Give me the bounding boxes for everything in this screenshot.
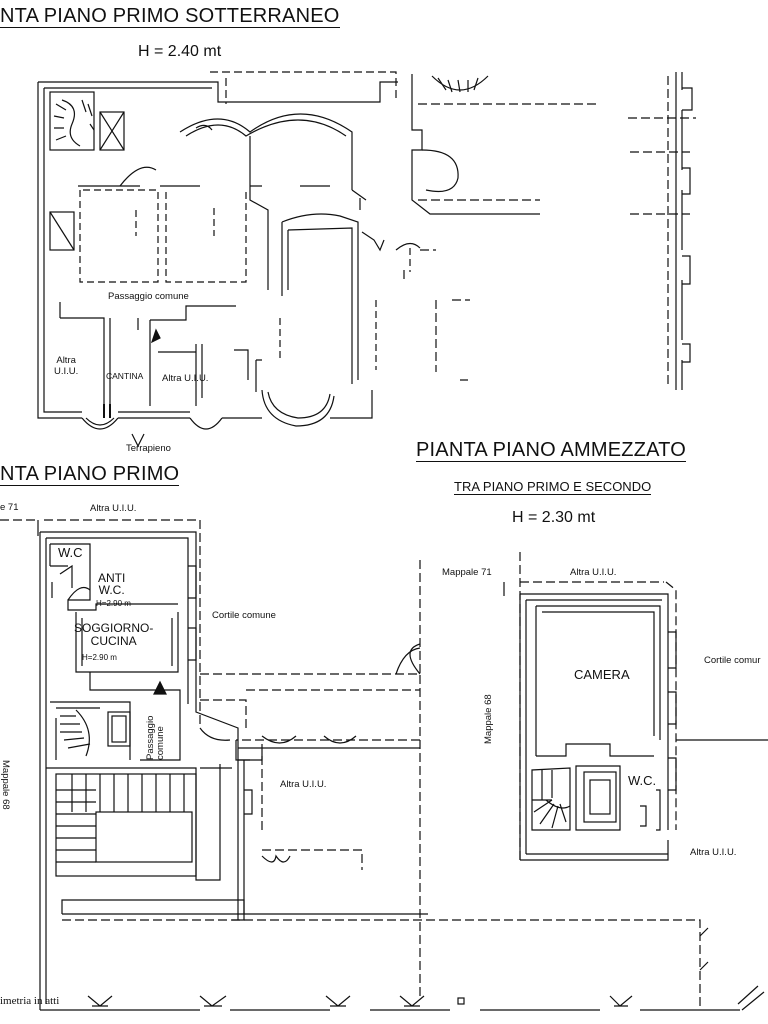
label-altra-uiu-top: Altra U.I.U. (90, 503, 137, 514)
mezzanine-height: H = 2.30 mt (512, 509, 596, 526)
label-camera: CAMERA (574, 667, 630, 682)
basement-outer-wall (37, 82, 373, 419)
label-mappale-71: Mappale 71 (442, 567, 492, 578)
label-mappale-68: Mappale 68 (483, 694, 494, 744)
label-altra-uiu-mez: Altra U.I.U. (570, 567, 617, 578)
label-passaggio-comune-vert: Passaggio comune (145, 715, 167, 760)
label-wc-mez: W.C. (628, 773, 657, 788)
first-floor-title: NTA PIANO PRIMO (0, 463, 180, 486)
label-h290-b: H=2.90 m (82, 653, 117, 662)
basement-title: NTA PIANO PRIMO SOTTERRANEO (0, 5, 340, 28)
label-mappale-71-cut: e 71 (0, 502, 19, 513)
label-h290-a: H=2.90 m (96, 599, 131, 608)
label-soggiorno-cucina: SOGGIORNO- CUCINA (74, 621, 154, 649)
label-anti-wc: ANTI W.C. (98, 571, 126, 597)
first-floor-plan (0, 519, 765, 1011)
label-terrapieno: Terrapieno (126, 443, 171, 454)
label-altra-uiu-mid: Altra U.I.U. (280, 779, 327, 790)
label-altra-uiu: Altra U.I.U. (162, 373, 209, 384)
mezzanine-plan (503, 552, 768, 864)
mezzanine-title: PIANTA PIANO AMMEZZATO (416, 439, 686, 462)
label-passaggio-comune: Passaggio comune (108, 291, 189, 302)
label-mappale-68-cut: Mappale 68 (0, 760, 11, 810)
first-floor-main-stair (55, 773, 197, 877)
label-cortile-comune: Cortile comune (212, 610, 276, 621)
label-planimetria: imetria in atti (0, 995, 60, 1007)
label-wc: W.C (58, 545, 83, 560)
basement-plan (37, 71, 696, 448)
basement-stair (49, 91, 95, 151)
basement-arches (179, 113, 367, 290)
label-altra-uiu-split: Altra U.I.U. (54, 355, 79, 377)
label-altra-uiu-bottom: Altra U.I.U. (690, 847, 737, 858)
basement-height: H = 2.40 mt (138, 43, 222, 60)
mezzanine-subtitle: TRA PIANO PRIMO E SECONDO (454, 479, 652, 495)
mezzanine-stair (531, 767, 571, 831)
label-cortile-comune-cut: Cortile comur (704, 655, 761, 666)
label-cantina: CANTINA (106, 371, 144, 381)
